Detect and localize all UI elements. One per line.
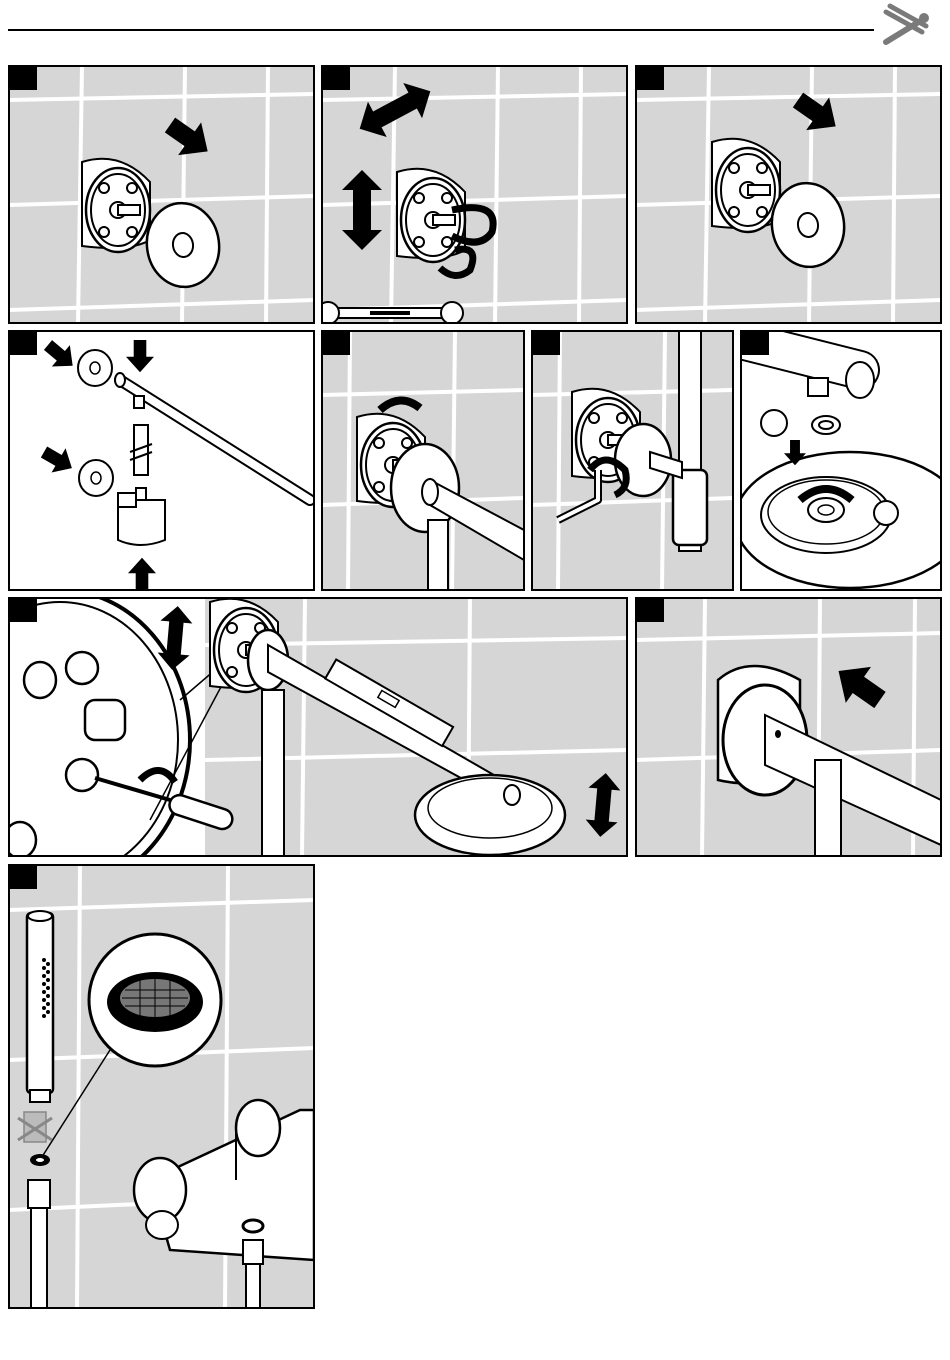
step-3-number-badge xyxy=(636,66,664,90)
step-2-number-badge xyxy=(322,66,350,90)
step-5-number-badge xyxy=(322,331,350,355)
step-8-panel xyxy=(0,590,627,890)
step-1-panel xyxy=(9,66,314,323)
step-3-panel xyxy=(636,66,941,323)
step-5-panel xyxy=(322,331,524,590)
seal-ring-icon xyxy=(243,1220,263,1232)
hand-shower-icon xyxy=(27,911,53,1102)
rosette-icon xyxy=(78,350,112,386)
shower-head-icon xyxy=(415,775,565,855)
wrench-screwdriver-icon xyxy=(886,6,929,42)
shower-head-icon xyxy=(735,452,950,588)
step-10-number-badge xyxy=(9,865,37,889)
step-7-panel xyxy=(735,331,950,590)
step-4-number-badge xyxy=(9,331,37,355)
step-9-panel xyxy=(636,598,941,856)
rosette-icon xyxy=(79,460,113,496)
step-4-panel xyxy=(9,331,314,590)
hose-icon xyxy=(28,1180,50,1308)
wall-bracket-icon xyxy=(82,159,150,252)
hose-icon xyxy=(243,1240,263,1308)
step-10-panel xyxy=(9,865,314,1308)
step-8-number-badge xyxy=(9,598,37,622)
riser-pipe-icon xyxy=(673,331,707,551)
step-7-number-badge xyxy=(741,331,769,355)
wall-bracket-icon xyxy=(712,139,780,232)
step-6-number-badge xyxy=(532,331,560,355)
step-6-panel xyxy=(532,331,733,590)
step-9-number-badge xyxy=(636,598,664,622)
step-1-number-badge xyxy=(9,66,37,90)
seal-ring-icon xyxy=(812,416,840,434)
filter-screen-icon xyxy=(89,934,221,1066)
step-2-panel xyxy=(317,66,627,324)
